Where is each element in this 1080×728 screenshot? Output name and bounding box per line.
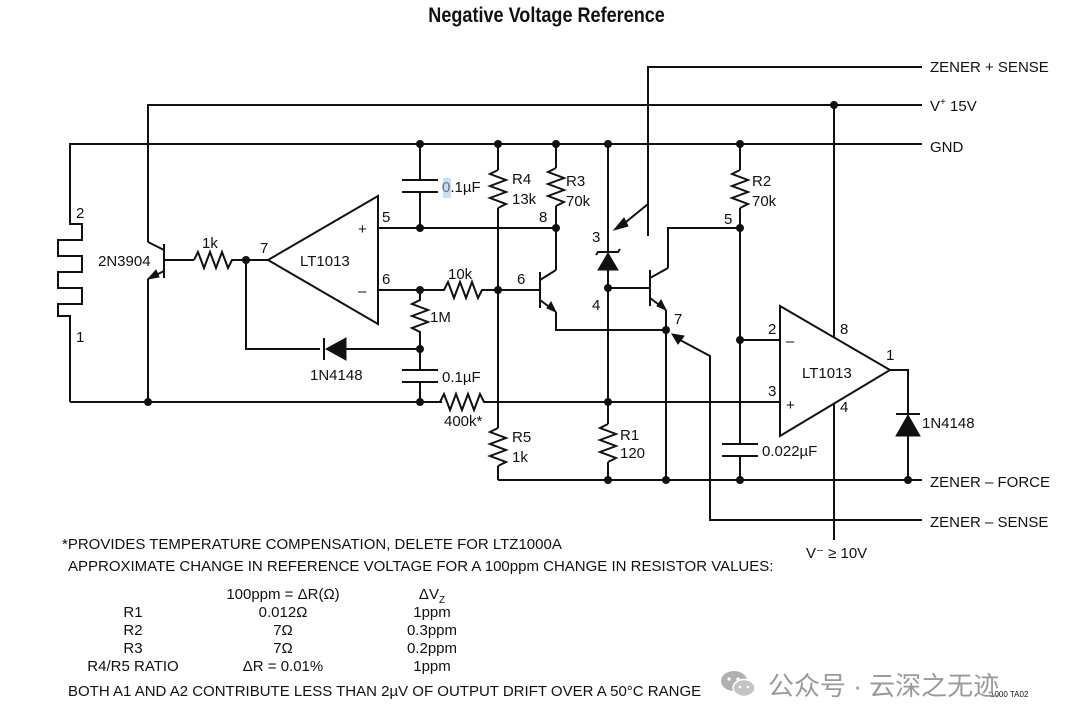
table-row-delta-v: 1ppm: [413, 658, 451, 675]
label-1k: 1k: [202, 235, 218, 252]
resistor-1m: [409, 290, 431, 349]
label-r2-name: R2: [752, 173, 771, 190]
transistor-2n3904: [146, 241, 194, 402]
rail-gnd: [69, 143, 922, 213]
rail-zener-minus-sense: [679, 339, 922, 521]
table-row-delta-v: 0.2ppm: [406, 640, 458, 657]
label-r5-name: R5: [512, 429, 531, 446]
resistor-400k: [439, 391, 492, 413]
label-zener-plus-sense: ZENER + SENSE: [930, 59, 1049, 76]
label-a1-plus: +: [358, 221, 367, 238]
label-r3-name: R3: [566, 173, 585, 190]
rail-zener-plus-sense: [647, 66, 922, 236]
label-node-8: 8: [539, 209, 547, 226]
label-r4-value: 13k: [512, 191, 537, 208]
label-a2-plus: +: [786, 397, 795, 414]
table-header-delta-v: ΔVZ: [418, 586, 446, 606]
rail-vplus: [147, 104, 922, 242]
label-a2-pin8: 8: [840, 321, 848, 338]
table-row-delta-v: 0.3ppm: [406, 622, 458, 639]
label-a2-pin4: 4: [840, 399, 848, 416]
transistor-q2: [608, 227, 740, 480]
label-r4-name: R4: [512, 171, 531, 188]
label-a1-minus: –: [358, 283, 367, 300]
table-row-name: R2: [123, 622, 143, 639]
resistor-r5: [487, 290, 509, 480]
watermark-text: 公众号 · 云深之无迹: [768, 671, 1000, 701]
heater-resistor: [57, 213, 83, 402]
note-temperature-compensation: *PROVIDES TEMPERATURE COMPENSATION, DELE…: [62, 536, 562, 553]
capacitor-0-1uf-top: [402, 144, 438, 228]
opamp-a1: [246, 194, 556, 326]
label-r1-value: 120: [620, 445, 645, 462]
resistor-r2: [729, 144, 751, 444]
capacitor-0-022uf: [722, 443, 758, 480]
note-approximate-change: APPROXIMATE CHANGE IN REFERENCE VOLTAGE …: [68, 558, 774, 575]
label-vminus: V⁻ ≥ 10V: [806, 545, 867, 562]
page-title: Negative Voltage Reference: [428, 4, 665, 27]
zener-diode: [595, 144, 649, 402]
note-drift: BOTH A1 AND A2 CONTRIBUTE LESS THAN 2µV …: [68, 683, 702, 700]
diode-1n4148-right: [895, 413, 921, 480]
wechat-icon: [721, 671, 756, 698]
label-node-5b: 5: [724, 211, 732, 228]
label-a2: LT1013: [802, 365, 852, 382]
resistor-r4: [487, 144, 509, 290]
table-row-delta-r: 7Ω: [273, 640, 293, 657]
table-row-delta-r: 0.012Ω: [258, 604, 308, 621]
table-header-delta-r: 100ppm = ΔR(Ω): [226, 586, 340, 603]
label-400k: 400k*: [444, 413, 483, 430]
label-gnd: GND: [930, 139, 964, 156]
capacitor-0-1uf-bottom: [402, 349, 438, 402]
table-row-delta-r: ΔR = 0.01%: [242, 658, 324, 675]
label-a2-minus: –: [786, 333, 795, 350]
label-a1-pin6: 6: [382, 271, 390, 288]
label-node-7b: 7: [674, 311, 682, 328]
label-a2-pin1: 1: [886, 347, 894, 364]
label-a1-pin7: 7: [260, 240, 268, 257]
resistor-10k: [420, 279, 522, 301]
label-r3-value: 70k: [566, 193, 591, 210]
label-a1-pin5: 5: [382, 209, 390, 226]
label-a1: LT1013: [300, 253, 350, 270]
resistor-r1: [597, 402, 619, 480]
label-d1: 1N4148: [310, 367, 363, 384]
resistor-r3: [545, 144, 567, 270]
label-r1-name: R1: [620, 427, 639, 444]
figure-code: 1000 TA02: [990, 690, 1029, 699]
label-zener-minus-sense: ZENER – SENSE: [930, 514, 1048, 531]
label-zener-pin3: 3: [592, 229, 600, 246]
label-heater-pin1: 1: [76, 329, 84, 346]
resistor-1k: [193, 249, 246, 271]
table-row-name: R4/R5 RATIO: [87, 658, 179, 675]
label-a2-pin2: 2: [768, 321, 776, 338]
table-row-delta-r: 7Ω: [273, 622, 293, 639]
label-node-6: 6: [517, 271, 525, 288]
table-row-name: R3: [123, 640, 143, 657]
label-c2: 0.1µF: [442, 369, 481, 386]
label-2n3904: 2N3904: [98, 253, 151, 270]
diode-1n4148-left: [323, 337, 420, 361]
label-c3: 0.022µF: [762, 443, 817, 460]
table-row-name: R1: [123, 604, 143, 621]
label-zener-minus-force: ZENER – FORCE: [930, 474, 1050, 491]
label-zener-pin4: 4: [592, 297, 600, 314]
label-heater-pin2: 2: [76, 205, 84, 222]
transistor-q1: [522, 269, 666, 331]
label-r2-value: 70k: [752, 193, 777, 210]
label-vplus: V+ 15V: [930, 97, 977, 115]
label-r5-value: 1k: [512, 449, 528, 466]
label-a2-pin3: 3: [768, 383, 776, 400]
label-1m: 1M: [430, 309, 451, 326]
label-d2: 1N4148: [922, 415, 975, 432]
label-10k: 10k: [448, 266, 473, 283]
table-row-delta-v: 1ppm: [413, 604, 451, 621]
